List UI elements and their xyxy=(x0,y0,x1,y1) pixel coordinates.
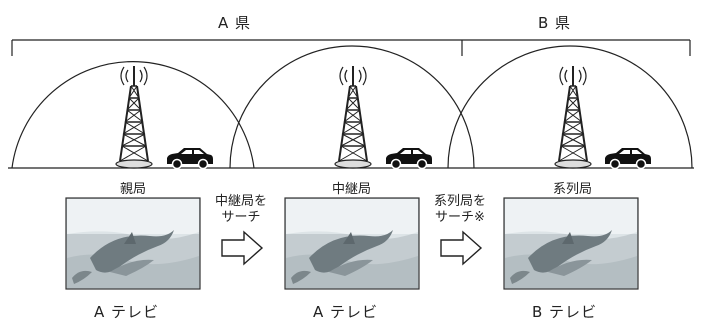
station-label-affiliate: 系列局 xyxy=(553,182,593,197)
action-line-2: サーチ※ xyxy=(435,210,485,225)
station-label-main: 親局 xyxy=(120,182,147,197)
car-icon xyxy=(604,147,652,170)
dolphin-photo xyxy=(284,197,420,290)
channel-label: B テレビ xyxy=(532,303,598,321)
action-line-2: サーチ xyxy=(221,210,261,225)
action-label-search-affiliate: 系列局を サーチ※ xyxy=(420,194,500,226)
dolphin-photo xyxy=(503,197,639,290)
coverage-arc-affiliate xyxy=(447,45,693,169)
channel-label: A テレビ xyxy=(94,303,160,321)
right-arrow-icon xyxy=(221,231,263,265)
region-bracket xyxy=(11,39,691,56)
action-line-1: 系列局を xyxy=(433,194,486,209)
broadcast-tower-icon xyxy=(115,65,153,169)
coverage-arc-main xyxy=(11,61,255,169)
broadcast-tower-icon xyxy=(334,65,372,169)
car-icon xyxy=(166,147,214,170)
car-icon xyxy=(385,147,433,170)
channel-label: A テレビ xyxy=(313,303,379,321)
action-line-1: 中継局を xyxy=(214,194,267,209)
station-label-relay: 中継局 xyxy=(332,182,372,197)
action-label-search-relay: 中継局を サーチ xyxy=(201,194,281,226)
right-arrow-icon xyxy=(440,231,482,265)
coverage-arc-relay xyxy=(229,45,475,169)
region-label-b: B 県 xyxy=(538,14,572,32)
region-label-a: A 県 xyxy=(218,14,252,32)
dolphin-photo xyxy=(65,197,201,290)
broadcast-tower-icon xyxy=(554,65,592,169)
